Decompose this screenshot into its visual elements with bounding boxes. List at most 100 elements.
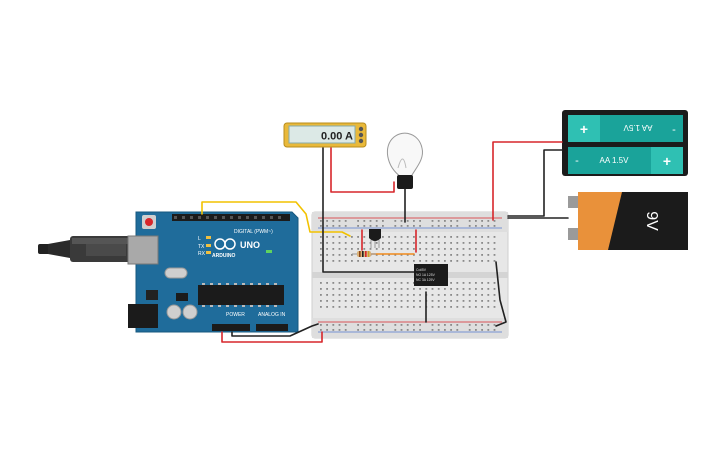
breadboard-hole [382,300,384,302]
resistor[interactable] [352,251,376,257]
breadboard-hole [444,248,446,250]
breadboard-hole [332,242,335,244]
breadboard-hole [338,225,341,227]
breadboard[interactable] [311,211,509,339]
red-wire-bottom[interactable] [221,331,323,343]
breadboard-hole [320,220,322,222]
breadboard-hole [437,300,440,302]
aa-cell-2-label: AA 1.5V [600,156,630,165]
breadboard-hole [382,288,384,290]
breadboard-hole [400,300,403,302]
breadboard-hole [394,329,397,331]
breadboard-hole [400,242,403,244]
breadboard-hole [487,254,490,256]
breadboard-hole [400,236,403,238]
breadboard-hole [375,324,378,326]
breadboard-hole [475,294,477,296]
black-wire-right[interactable] [495,261,507,327]
breadboard-hole [437,294,440,296]
breadboard-hole [475,236,477,238]
red-wire-bulb[interactable] [330,147,395,193]
breadboard-hole [475,329,477,331]
breadboard-hole [369,306,372,308]
breadboard-hole [400,282,403,284]
breadboard-hole [437,248,440,250]
breadboard-hole [320,324,322,326]
breadboard-hole [326,242,328,244]
breadboard-hole [357,260,359,262]
breadboard-hole [394,236,397,238]
breadboard-hole [326,329,328,331]
breadboard-hole [344,324,347,326]
breadboard-hole [475,306,477,308]
black-wire-meter[interactable] [322,147,415,273]
breadboard-hole [481,254,483,256]
breadboard-hole [382,220,384,222]
breadboard-hole [351,248,353,250]
breadboard-hole [394,306,397,308]
breadboard-hole [406,306,409,308]
breadboard-hole [493,329,496,331]
breadboard-hole [406,236,409,238]
breadboard-hole [338,329,341,331]
breadboard-hole [326,225,328,227]
breadboard-hole [413,306,415,308]
analog-header[interactable] [256,324,288,331]
breadboard-hole [431,220,434,222]
breadboard-hole [431,294,434,296]
breadboard-hole [450,248,452,250]
aa-cell-2-plus: + [663,153,671,169]
breadboard-hole [326,294,328,296]
microcontroller-chip [198,285,284,305]
breadboard-hole [338,254,341,256]
digital-label: DIGITAL (PWM~) [234,229,273,235]
breadboard-hole [338,248,341,250]
breadboard-hole [388,236,390,238]
breadboard-hole [493,288,496,290]
breadboard-hole [338,288,341,290]
breadboard-hole [456,220,459,222]
breadboard-hole [468,248,471,250]
breadboard-hole [468,324,471,326]
arduino-uno-board[interactable]: DIGITAL (PWM~) L TX RX ARDUINO UNO [127,211,299,333]
black-wire-aa[interactable] [507,149,563,217]
breadboard-hole [431,254,434,256]
breadboard-hole [468,282,471,284]
breadboard-hole [462,300,465,302]
aa-battery-holder[interactable]: + - AA 1.5V - AA 1.5V + [562,110,688,176]
breadboard-hole [338,260,341,262]
breadboard-hole [332,236,335,238]
breadboard-hole [332,294,335,296]
breadboard-hole [450,329,452,331]
yellow-wire[interactable] [201,201,351,237]
breadboard-hole [462,306,465,308]
breadboard-hole [357,294,359,296]
breadboard-hole [375,248,378,250]
breadboard-hole [462,288,465,290]
aa-cell-2-minus: - [575,155,579,167]
breadboard-hole [400,306,403,308]
battery-9v-label: 9V [643,211,660,231]
breadboard-hole [444,254,446,256]
breadboard-hole [320,300,322,302]
power-jack [128,304,158,328]
light-bulb[interactable] [386,132,424,189]
battery-9v[interactable]: 9V [568,192,688,250]
power-header[interactable] [212,324,250,331]
breadboard-hole [437,236,440,238]
usb-cable[interactable] [38,236,134,262]
breadboard-hole [456,242,459,244]
breadboard-hole [468,329,471,331]
breadboard-hole [357,242,359,244]
red-wire-aa[interactable] [492,141,563,221]
breadboard-hole [363,220,366,222]
relay[interactable]: Coil5V NO 1A 125V NC 3A 125V [414,264,448,286]
breadboard-hole [444,306,446,308]
breadboard-hole [462,248,465,250]
breadboard-hole [493,306,496,308]
multimeter[interactable]: 0.00 A [283,122,367,148]
transistor[interactable] [369,229,381,248]
breadboard-hole [375,288,378,290]
breadboard-hole [425,288,428,290]
black-wire-bottom[interactable] [231,323,319,337]
